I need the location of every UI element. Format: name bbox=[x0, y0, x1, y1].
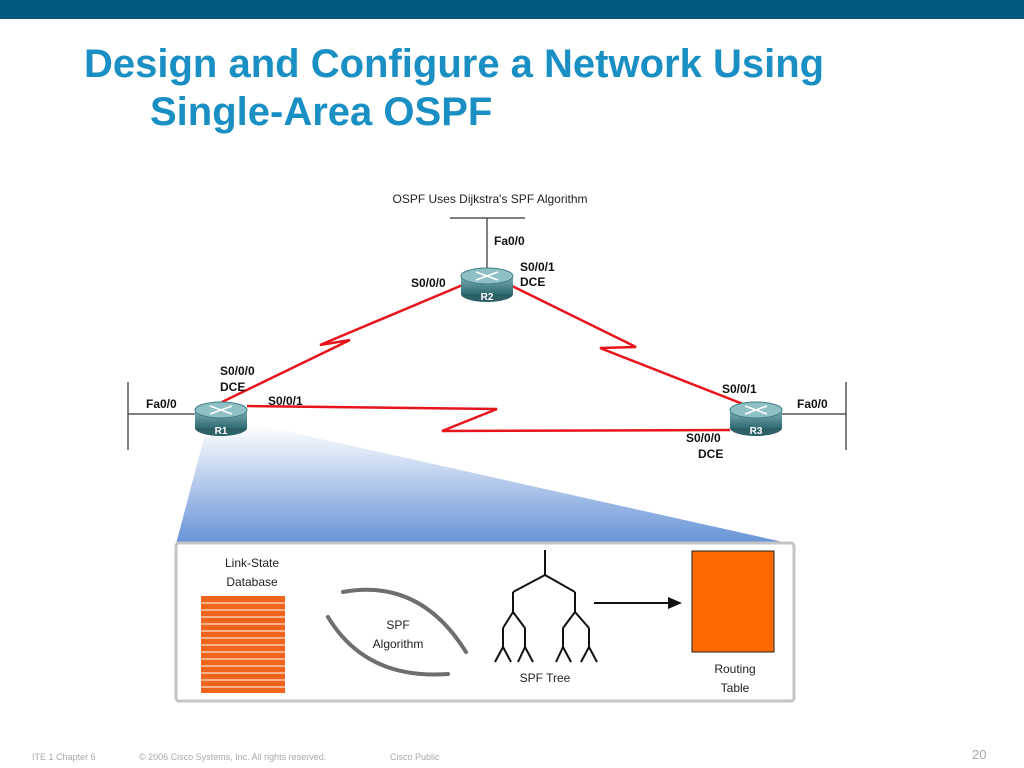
router-arrows-icon bbox=[209, 405, 233, 415]
r1-dce-label: DCE bbox=[220, 380, 245, 394]
serial-link-r2-r3 bbox=[507, 282, 749, 408]
r2-dce-label: DCE bbox=[520, 275, 545, 289]
router-label-r3: R3 bbox=[750, 426, 763, 437]
r1-s001-label: S0/0/1 bbox=[268, 394, 303, 408]
footer-chapter: ITE 1 Chapter 6 bbox=[32, 752, 96, 762]
r2-fa00-label: Fa0/0 bbox=[494, 234, 525, 248]
title-line-1: Design and Configure a Network Using bbox=[84, 42, 825, 86]
router-arrows-icon bbox=[475, 271, 499, 281]
spf-label-line-2: Algorithm bbox=[373, 637, 424, 651]
diagram-caption: OSPF Uses Dijkstra's SPF Algorithm bbox=[393, 192, 588, 206]
slide-title: Design and Configure a Network Using Sin… bbox=[84, 40, 824, 136]
page-number: 20 bbox=[972, 747, 987, 762]
r2-s001-label: S0/0/1 bbox=[520, 260, 555, 274]
serial-link-r1-r3 bbox=[246, 404, 731, 433]
router-r2: R2 bbox=[460, 267, 514, 303]
detail-panel bbox=[174, 541, 796, 703]
link-state-database-icon bbox=[201, 596, 285, 693]
lsdb-label-line-2: Database bbox=[226, 575, 278, 589]
router-r3: R3 bbox=[729, 401, 783, 437]
interface-labels: Fa0/0 S0/0/0 S0/0/1 DCE S0/0/0 DCE Fa0/0… bbox=[146, 234, 828, 461]
router-r1: R1 bbox=[194, 401, 248, 437]
footer-classification: Cisco Public bbox=[390, 752, 440, 762]
detail-fan bbox=[176, 425, 792, 544]
r3-s000-label: S0/0/0 bbox=[686, 431, 721, 445]
top-bar bbox=[0, 0, 1024, 19]
r1-fa00-label: Fa0/0 bbox=[146, 397, 177, 411]
lan-segments bbox=[127, 217, 847, 450]
lsdb-label-line-1: Link-State bbox=[225, 556, 279, 570]
r1-s000-label: S0/0/0 bbox=[220, 364, 255, 378]
router-label-r1: R1 bbox=[215, 426, 228, 437]
routing-table-label-line-1: Routing bbox=[714, 662, 755, 676]
spf-tree-label: SPF Tree bbox=[520, 671, 571, 685]
serial-links bbox=[221, 282, 749, 433]
spf-algorithm-arcs bbox=[326, 587, 468, 677]
footer-copyright: © 2006 Cisco Systems, Inc. All rights re… bbox=[139, 752, 327, 762]
router-arrows-icon bbox=[744, 405, 768, 415]
title-line-2: Single-Area OSPF bbox=[150, 90, 493, 134]
spf-tree-icon bbox=[494, 550, 598, 663]
router-label-r2: R2 bbox=[481, 292, 494, 303]
r3-dce-label: DCE bbox=[698, 447, 723, 461]
serial-link-r1-r2 bbox=[221, 282, 466, 404]
spf-label-line-1: SPF bbox=[386, 618, 409, 632]
r2-s000-label: S0/0/0 bbox=[411, 276, 446, 290]
r3-s001-label: S0/0/1 bbox=[722, 382, 757, 396]
arrow-right-icon bbox=[594, 597, 682, 609]
routing-table-label-line-2: Table bbox=[721, 681, 750, 695]
r3-fa00-label: Fa0/0 bbox=[797, 397, 828, 411]
routing-table-icon bbox=[691, 550, 775, 653]
